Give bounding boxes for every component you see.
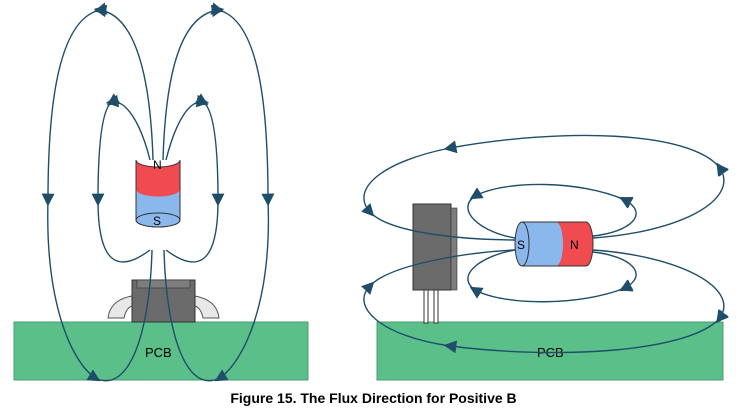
left-magnet-south-label: S <box>153 214 161 228</box>
figure-caption: Figure 15. The Flux Direction for Positi… <box>230 390 517 406</box>
right-magnet-north-label: N <box>570 238 579 252</box>
right-magnet: S N <box>514 221 594 267</box>
right-flux-lines <box>364 134 724 352</box>
left-magnet: N S <box>135 158 181 228</box>
left-panel: PCB N S <box>13 10 309 381</box>
left-pcb-label: PCB <box>145 345 172 360</box>
left-sensor <box>107 279 220 323</box>
right-panel: PCB S N <box>364 134 724 381</box>
left-magnet-north-label: N <box>153 158 162 172</box>
left-flux-lines <box>48 10 269 381</box>
right-magnet-south-label: S <box>517 238 525 252</box>
